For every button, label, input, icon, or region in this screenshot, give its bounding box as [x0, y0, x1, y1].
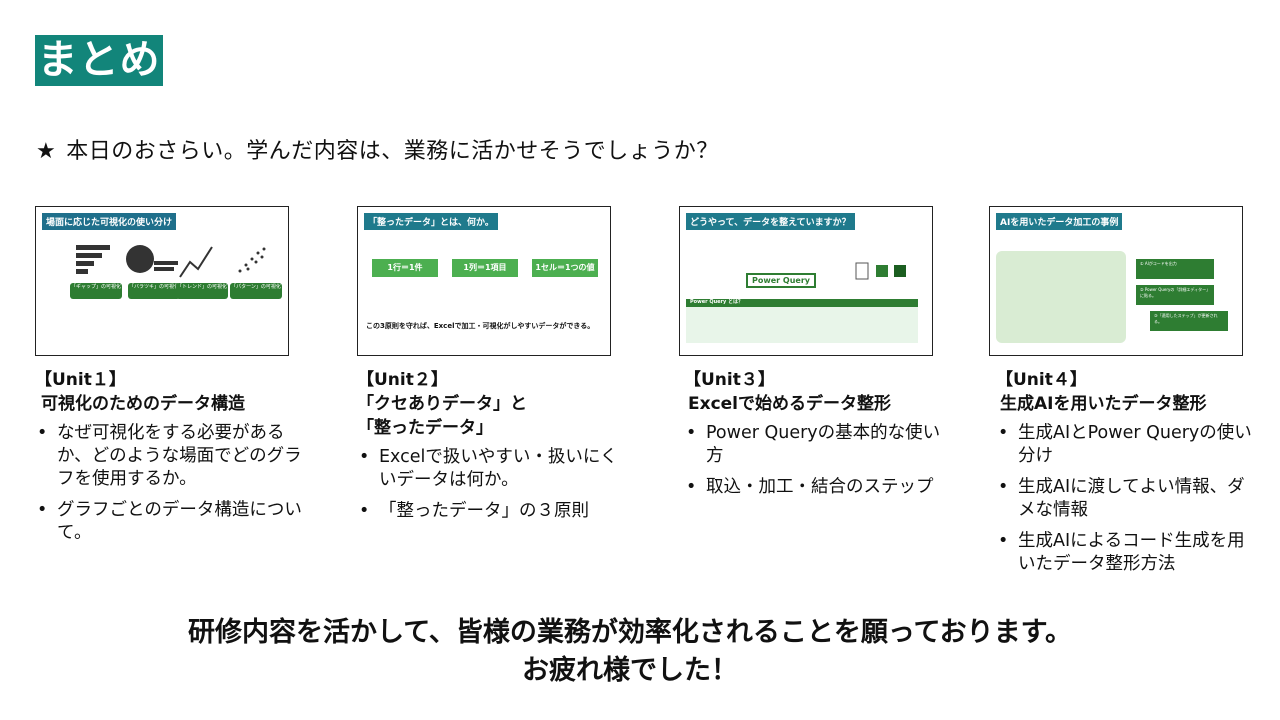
unit-heading: 【Unit２】 — [357, 370, 448, 390]
pill: 「ギャップ」の可視化 — [70, 283, 122, 299]
unit-bullets: Excelで扱いやすい・扱いにくいデータは何か。 「整ったデータ」の３原則 — [357, 446, 627, 523]
slide-thumbnail-unit2[interactable]: 「整ったデータ」とは、何か。 1行＝1件 1列＝1項目 1セル＝1つの値 この3… — [357, 206, 611, 356]
unit-4-summary: 【Unit４】 生成AIを用いたデータ整形 生成AIとPower Queryの使… — [996, 368, 1256, 584]
rule-box: 1セル＝1つの値 — [532, 259, 598, 277]
list-item: 取込・加工・結合のステップ — [684, 476, 954, 499]
intro-line: ★ 本日のおさらい。学んだ内容は、業務に活かせそうでしょうか？ — [36, 133, 719, 165]
list-item: 生成AIに渡してよい情報、ダメな情報 — [996, 476, 1256, 522]
slide-thumbnail-unit1[interactable]: 場面に応じた可視化の使い分け 「ギャップ」の可視化 「バラツキ」の可視化 「トレ… — [35, 206, 289, 356]
pq-flow-icons — [855, 262, 906, 280]
prompt-box — [996, 251, 1126, 343]
box-title: Power Query とは？ — [690, 299, 743, 305]
unit-title: 生成AIを用いたデータ整形 — [1000, 394, 1207, 414]
unit-1-summary: 【Unit１】 可視化のためのデータ構造 なぜ可視化をする必要があるか、どのよう… — [35, 368, 305, 553]
list-item: 生成AIによるコード生成を用いたデータ整形方法 — [996, 530, 1256, 576]
slide-thumbnail-unit3[interactable]: どうやって、データを整えていますか？ Power Query Power Que… — [679, 206, 933, 356]
thumbnail-title: どうやって、データを整えていますか？ — [686, 213, 855, 230]
unit-bullets: なぜ可視化をする必要があるか、どのような場面でどのグラフを使用するか。 グラフご… — [35, 422, 305, 545]
unit-title: Excelで始めるデータ整形 — [688, 394, 892, 414]
unit-heading: 【Unit１】 — [35, 370, 126, 390]
step-box: ③「適用したステップ」が更新される。 — [1150, 311, 1228, 331]
rule-box: 1列＝1項目 — [452, 259, 518, 277]
list-item: Power Queryの基本的な使い方 — [684, 422, 954, 468]
page-title: まとめ — [35, 35, 163, 86]
star-icon: ★ — [36, 139, 57, 164]
pill: 「パターン」の可視化 — [230, 283, 282, 299]
power-query-box: Power Query とは？ — [686, 299, 918, 343]
unit-bullets: 生成AIとPower Queryの使い分け 生成AIに渡してよい情報、ダメな情報… — [996, 422, 1256, 576]
list-item: 「整ったデータ」の３原則 — [357, 500, 627, 523]
step-box: ② Power Queryの「詳細エディター」に貼る。 — [1136, 285, 1214, 305]
power-query-badge: Power Query — [746, 273, 816, 288]
thumbnail-summary: この3原則を守れば、Excelで加工・可視化がしやすいデータができる。 — [366, 322, 595, 330]
thumbnail-title: AIを用いたデータ加工の事例 — [996, 213, 1123, 230]
rule-box: 1行＝1件 — [372, 259, 438, 277]
unit-3-summary: 【Unit３】 Excelで始めるデータ整形 Power Queryの基本的な使… — [684, 368, 954, 507]
list-item: Excelで扱いやすい・扱いにくいデータは何か。 — [357, 446, 627, 492]
unit-bullets: Power Queryの基本的な使い方 取込・加工・結合のステップ — [684, 422, 954, 499]
thumbnail-title: 場面に応じた可視化の使い分け — [42, 213, 177, 230]
pill: 「トレンド」の可視化 — [176, 283, 228, 299]
list-item: 生成AIとPower Queryの使い分け — [996, 422, 1256, 468]
unit-heading: 【Unit３】 — [684, 370, 775, 390]
intro-text: 本日のおさらい。学んだ内容は、業務に活かせそうでしょうか？ — [66, 139, 719, 164]
pill: 「バラツキ」の可視化 — [128, 283, 180, 299]
step-box: ① AIがコードを出力 — [1136, 259, 1214, 279]
closing-line-2: お疲れ様でした！ — [522, 655, 738, 686]
list-item: なぜ可視化をする必要があるか、どのような場面でどのグラフを使用するか。 — [35, 422, 305, 491]
list-item: グラフごとのデータ構造について。 — [35, 499, 305, 545]
closing-message: 研修内容を活かして、皆様の業務が効率化されることを願っております。 お疲れ様でし… — [0, 614, 1260, 690]
thumbnail-title: 「整ったデータ」とは、何か。 — [364, 213, 498, 230]
slide-thumbnail-unit4[interactable]: AIを用いたデータ加工の事例 ① AIがコードを出力 ② Power Query… — [989, 206, 1243, 356]
unit-heading: 【Unit４】 — [996, 370, 1087, 390]
chart-icons — [76, 245, 266, 278]
unit-2-summary: 【Unit２】 「クセありデータ」と 「整ったデータ」 Excelで扱いやすい・… — [357, 368, 627, 531]
unit-title: 「クセありデータ」と 「整ったデータ」 — [357, 394, 527, 438]
closing-line-1: 研修内容を活かして、皆様の業務が効率化されることを願っております。 — [188, 617, 1072, 648]
unit-title: 可視化のためのデータ構造 — [41, 394, 245, 414]
